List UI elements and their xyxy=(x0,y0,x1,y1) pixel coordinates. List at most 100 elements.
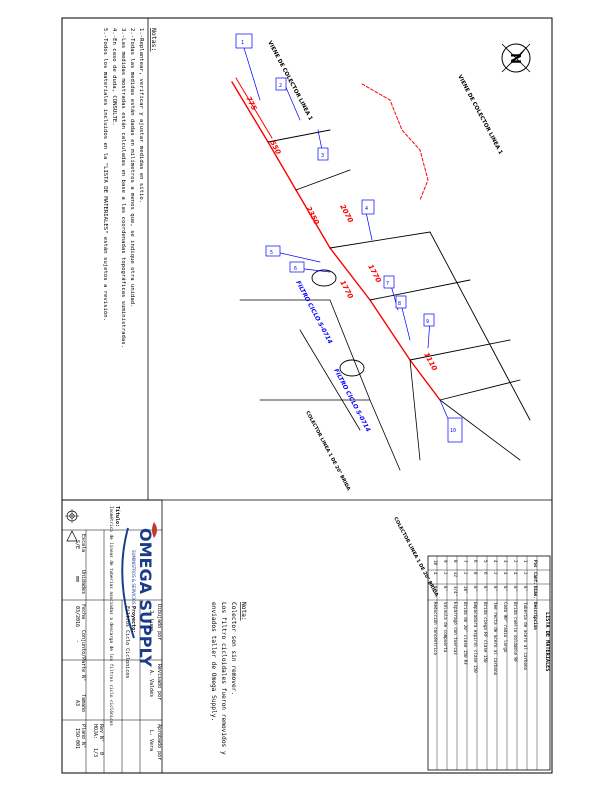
tag-4: 4 xyxy=(365,206,368,212)
materials-cell: 8" xyxy=(503,586,508,591)
materials-cell: Brida cuello soldable RF xyxy=(513,602,518,663)
materials-cell: Brida de 20" clase 150 RF xyxy=(463,602,468,666)
company-logo: OMEGA SUPPLY SUMINISTROS & SERVICIOS xyxy=(121,522,157,667)
materials-cell: 9 xyxy=(443,560,448,563)
materials-cell: 8" xyxy=(513,586,518,591)
materials-cell: 8" xyxy=(443,586,448,591)
materials-cell: Tee recta de acero al carbono xyxy=(493,602,498,676)
pipe-refs: COLECTOR LINEA 1 DE 20" BRIDA COLECTOR L… xyxy=(304,410,439,598)
materials-cell: 2 xyxy=(523,572,528,575)
source-label-left: VIENE DE COLECTOR LINEA 1 xyxy=(266,40,313,122)
red-branch xyxy=(361,83,429,201)
tag-8: 8 xyxy=(398,301,401,307)
materials-cell: 4 xyxy=(493,560,498,563)
dibujado-value: J. Lugo xyxy=(148,610,154,631)
structure-lines xyxy=(267,129,531,421)
company-tagline: SUMINISTROS & SERVICIOS xyxy=(131,550,136,605)
tag-6: 6 xyxy=(294,266,297,272)
escala-label: Escala xyxy=(80,534,86,552)
source-label-right: VIENE DE COLECTOR LINEA 1 xyxy=(456,74,503,156)
materials-header-cell: Cant. xyxy=(533,572,538,585)
materials-cell: 2 xyxy=(443,572,448,575)
hoja-label: HOJA: xyxy=(92,724,98,739)
escala-value: S/E xyxy=(74,540,80,549)
conjunto-label: Conjunto/Parte N° xyxy=(80,630,86,681)
filter-b-body xyxy=(339,359,365,377)
svg-text:N: N xyxy=(507,53,522,64)
dim-1: 775 xyxy=(244,95,258,112)
plano-value: ISO-001 xyxy=(74,728,80,749)
materials-cell: 10 xyxy=(433,560,438,566)
dim-5: 1770 xyxy=(366,263,382,284)
tag-3: 3 xyxy=(321,153,324,159)
materials-header-cell: Descripción xyxy=(533,602,538,630)
materials-cell: Tubería de acero al carbono xyxy=(523,602,528,671)
note-3: 3.-Las medidas mostradas están calculada… xyxy=(120,28,127,348)
materials-cell: 2 xyxy=(463,572,468,575)
materials-cell: 8 xyxy=(473,572,478,575)
note-5: 5.-Todos los materiales incluidos en la … xyxy=(102,28,109,321)
materials-cell: 8" xyxy=(523,586,528,591)
main-line-red-2 xyxy=(235,77,273,139)
materials-header-cell: Diám. xyxy=(533,586,538,599)
materials-cell: Válvula de compuerta xyxy=(443,602,448,653)
projection-icon xyxy=(65,509,79,523)
materials-cell: Brida ciega RF clase 150 xyxy=(483,602,488,663)
tamano-label: Tamaño xyxy=(80,694,86,712)
tag-2: 2 xyxy=(279,83,282,89)
aprobado-label: Aprobado por xyxy=(156,724,162,760)
notes-title: Notas: xyxy=(150,28,158,51)
aprobado-value: L. Vera xyxy=(148,730,154,751)
unidades-value: mm xyxy=(74,576,80,582)
lower-lines xyxy=(239,299,521,471)
tag-9: 9 xyxy=(426,319,429,325)
proyecto-label: Proyecto: xyxy=(130,606,136,633)
materials-cell: 2 xyxy=(513,560,518,563)
materials-cell: Codo 90° radio largo xyxy=(503,602,508,653)
notes2-block: Nota: Colector son sin remover. Los filt… xyxy=(210,602,247,755)
dim-6: 1770 xyxy=(338,279,354,300)
materials-cell: 6 xyxy=(483,572,488,575)
note-2: 2.-Todas las medidas están dadas en milí… xyxy=(129,28,136,308)
materials-cell: 8" xyxy=(493,586,498,591)
materials-cell: 8" xyxy=(483,586,488,591)
dimension-labels: 775 550 2350 2070 1770 1770 1110 xyxy=(244,95,438,372)
source-labels: VIENE DE COLECTOR LINEA 1 VIENE DE COLEC… xyxy=(266,40,503,156)
materials-cell: 8" xyxy=(433,586,438,591)
materials-cell: 4 xyxy=(503,572,508,575)
note-1: 1.-Replantear, verificar y ajustar medid… xyxy=(138,28,144,203)
tamano-value: A3 xyxy=(74,700,80,706)
company-name: OMEGA SUPPLY xyxy=(136,528,155,667)
plano-label: Plano N° xyxy=(80,724,86,748)
tag-10: 10 xyxy=(450,428,456,434)
title-block: OMEGA SUPPLY SUMINISTROS & SERVICIOS Pro… xyxy=(61,499,163,774)
materials-cell: Espárrago con tuercas xyxy=(453,602,458,655)
materials-cell: 6 xyxy=(473,560,478,563)
tag-5: 5 xyxy=(270,250,273,256)
sheet-border xyxy=(61,17,553,774)
isometric-piping xyxy=(231,47,531,471)
materials-cell: 4 xyxy=(433,572,438,575)
notes2-line-3: enviados taller de Omega Supply. xyxy=(210,602,217,721)
conjunto-value: - xyxy=(74,640,80,643)
blue-leaders xyxy=(243,47,453,429)
materials-cell: 8" xyxy=(473,586,478,591)
tag-7: 7 xyxy=(386,281,389,287)
north-arrow-icon: N xyxy=(501,43,531,73)
dim-2: 550 xyxy=(268,139,282,156)
materials-header-cell: Pos xyxy=(533,560,538,568)
fecha-label: Fecha xyxy=(80,604,86,619)
materials-cell: 5 xyxy=(483,560,488,563)
rev-label: Rev N° xyxy=(98,724,104,742)
dibujado-label: Dibujado por xyxy=(156,604,162,640)
titulo-label: Título: xyxy=(114,506,121,527)
notes2-title: Nota: xyxy=(240,602,247,621)
materials-cell: 3 xyxy=(503,560,508,563)
materials-cell: 3/4" xyxy=(453,586,458,596)
note-4: 4.-En caso de duda, CONSULTE. xyxy=(111,28,117,126)
materials-cell: 2 xyxy=(493,572,498,575)
materials-cell: Reducción concéntrica xyxy=(433,602,438,655)
notes-block: Notas: 1.-Replantear, verificar y ajusta… xyxy=(102,28,158,348)
